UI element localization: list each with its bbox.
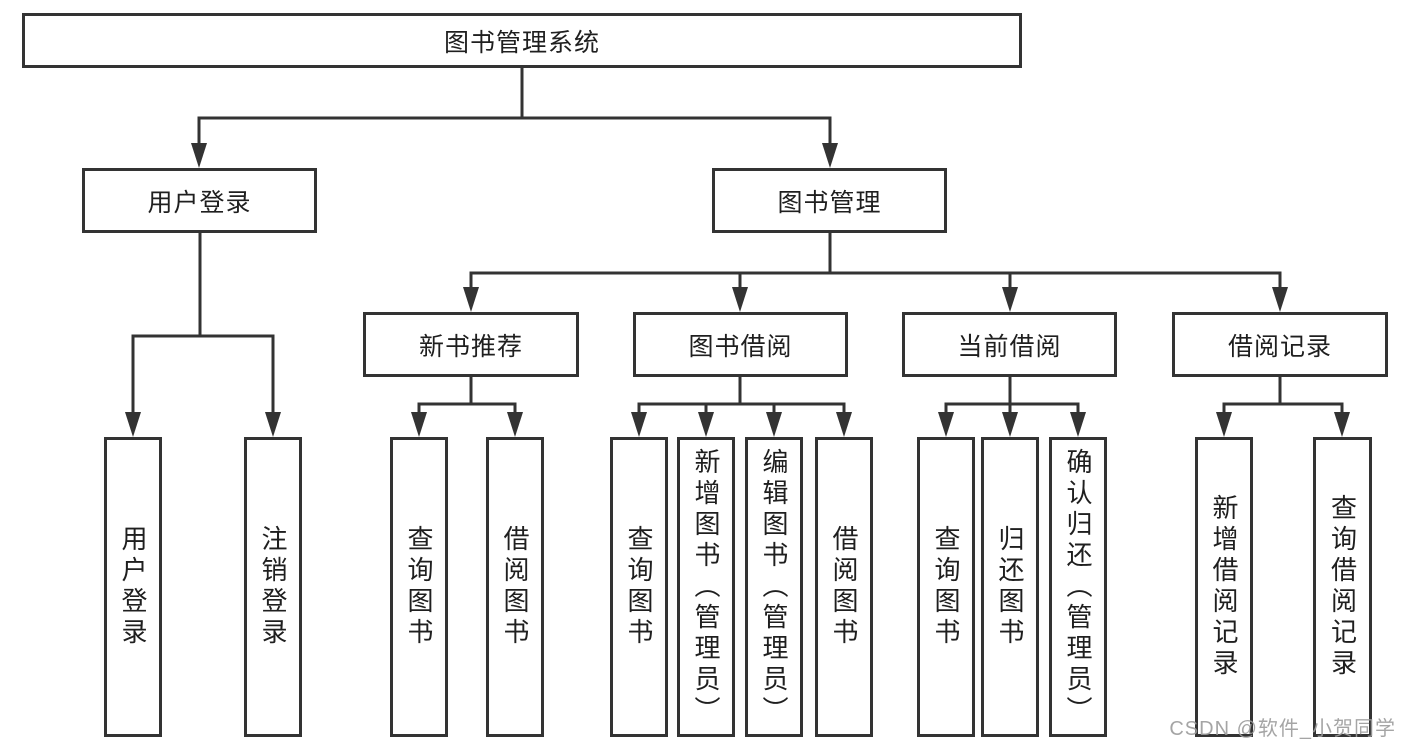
node-book-borrow: 图书借阅	[633, 312, 848, 377]
node-label: 当前借阅	[957, 332, 1062, 361]
node-label: 图书管理	[777, 188, 882, 217]
node-label: 注销登录	[258, 525, 288, 649]
node-label: 用户登录	[118, 525, 148, 649]
node-label: 图书借阅	[688, 332, 793, 361]
node-borrow-records: 借阅记录	[1172, 312, 1388, 377]
node-label: 新增图书（管理员）	[691, 447, 721, 727]
node-label: 借阅记录	[1227, 332, 1332, 361]
node-current-borrow: 当前借阅	[902, 312, 1117, 377]
leaf-query-books-borrow: 查询图书	[610, 437, 668, 737]
node-root: 图书管理系统	[22, 13, 1022, 68]
node-new-book-recommend: 新书推荐	[363, 312, 579, 377]
node-user-login: 用户登录	[82, 168, 317, 233]
node-label: 确认归还（管理员）	[1063, 447, 1093, 727]
node-label: 新书推荐	[418, 332, 523, 361]
leaf-user-login: 用户登录	[104, 437, 162, 737]
node-label: 借阅图书	[500, 525, 530, 649]
node-label: 查询图书	[404, 525, 434, 649]
leaf-confirm-return-admin: 确认归还（管理员）	[1049, 437, 1107, 737]
node-label: 借阅图书	[829, 525, 859, 649]
leaf-add-book-admin: 新增图书（管理员）	[677, 437, 735, 737]
leaf-query-books-recommend: 查询图书	[390, 437, 448, 737]
node-label: 新增借阅记录	[1209, 494, 1239, 680]
node-label: 查询图书	[931, 525, 961, 649]
leaf-query-borrow-record: 查询借阅记录	[1313, 437, 1372, 737]
node-label: 查询图书	[624, 525, 654, 649]
leaf-logout: 注销登录	[244, 437, 302, 737]
watermark: CSDN @软件_小贺同学	[1169, 718, 1396, 740]
node-label: 图书管理系统	[443, 28, 600, 57]
leaf-borrow-books-borrow: 借阅图书	[815, 437, 873, 737]
leaf-return-book: 归还图书	[981, 437, 1039, 737]
leaf-query-books-current: 查询图书	[917, 437, 975, 737]
node-book-management: 图书管理	[712, 168, 947, 233]
leaf-add-borrow-record: 新增借阅记录	[1195, 437, 1253, 737]
leaf-edit-book-admin: 编辑图书（管理员）	[745, 437, 803, 737]
node-label: 用户登录	[147, 188, 252, 217]
node-label: 查询借阅记录	[1327, 494, 1358, 680]
leaf-borrow-books-recommend: 借阅图书	[486, 437, 544, 737]
node-label: 归还图书	[995, 525, 1025, 649]
node-label: 编辑图书（管理员）	[759, 447, 789, 727]
